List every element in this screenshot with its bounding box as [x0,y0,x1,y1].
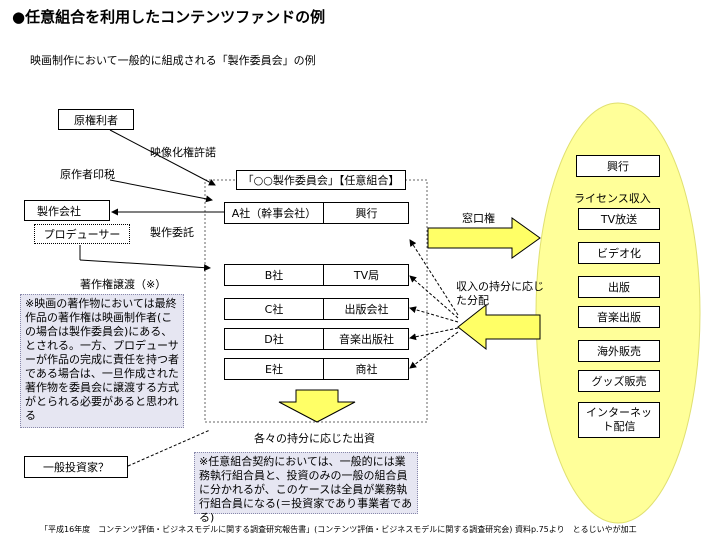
arrow-author-stamp [109,179,213,203]
author-stamp-label: 原作者印税 [60,168,115,181]
revenue-item-internet: インターネット配信 [578,402,660,438]
producer-box: プロデューサー [34,224,130,244]
copyright-note: ※映画の著作物においては最終作品の著作権は映画制作者(この場合は製作委員会)にあ… [20,294,184,428]
rights-holder-box: 原権利者 [58,109,134,130]
member-company-e: E社 [225,359,324,379]
source-footer: 「平成16年度 コンテンツ評価・ビジネスモデルに関する調査研究報告書」(コンテン… [40,525,637,534]
member-role-d: 音楽出版社 [339,333,394,346]
revenue-item-goods: グッズ販売 [578,370,660,392]
committee-title: 「○○製作委員会」【任意組合】 [242,174,400,187]
member-role-e: 商社 [355,363,378,376]
member-row-a: A社（幹事会社） 興行 [224,202,409,224]
license-income-label: ライセンス収入 [574,192,651,205]
film-rights-label: 映像化権許諾 [150,146,216,159]
diagram-subtitle: 映画制作において一般的に組成される「製作委員会」の例 [30,54,316,67]
copyright-transfer-label: 著作権譲渡（※） [80,278,167,291]
production-company-label: 製作会社 [37,204,81,218]
window-rights-label: 窓口権 [462,212,495,225]
screening-label: 興行 [607,160,629,173]
member-company-a: A社（幹事会社） [225,203,324,223]
revenue-item-tv: TV放送 [578,208,660,230]
arrow-window-rights [427,217,541,259]
production-company-box: 製作会社 [24,200,110,221]
member-role-b: TV局 [353,269,380,282]
member-company-d: D社 [225,329,324,349]
member-row-e: E社 商社 [224,358,409,380]
member-company-b: B社 [225,265,324,285]
revenue-item-video: ビデオ化 [578,242,660,264]
screening-box: 興行 [576,155,660,177]
revenue-share-label: 収入の持分に応じた分配 [456,280,544,307]
revenue-item-publishing: 出版 [578,276,660,298]
general-investor-box: 一般投資家？ [24,456,128,478]
member-row-c: C社 出版会社 [224,298,409,320]
producer-label: プロデューサー [43,228,121,241]
member-role-c: 出版会社 [344,303,389,316]
rights-holder-label: 原権利者 [74,113,118,127]
investment-label: 各々の持分に応じた出資 [254,432,375,445]
arrow-revenue-share [457,303,541,351]
general-investor-label: 一般投資家？ [43,461,109,474]
arrow-investment [278,389,356,423]
commission-label: 製作委託 [150,226,194,239]
member-company-c: C社 [225,299,324,319]
arrow-film-rights [109,129,216,186]
partnership-note: ※任意組合契約においては、一般的には業務執行組合員と、投資のみの一般の組合員に分… [194,452,418,524]
member-role-a: 興行 [355,207,378,220]
member-row-d: D社 音楽出版社 [224,328,409,350]
revenue-item-overseas: 海外販売 [578,340,660,362]
committee-title-box: 「○○製作委員会」【任意組合】 [236,170,406,190]
page-title: ●任意組合を利用したコンテンツファンドの例 [12,8,326,26]
revenue-item-music: 音楽出版 [578,306,660,328]
member-row-b: B社 TV局 [224,264,409,286]
